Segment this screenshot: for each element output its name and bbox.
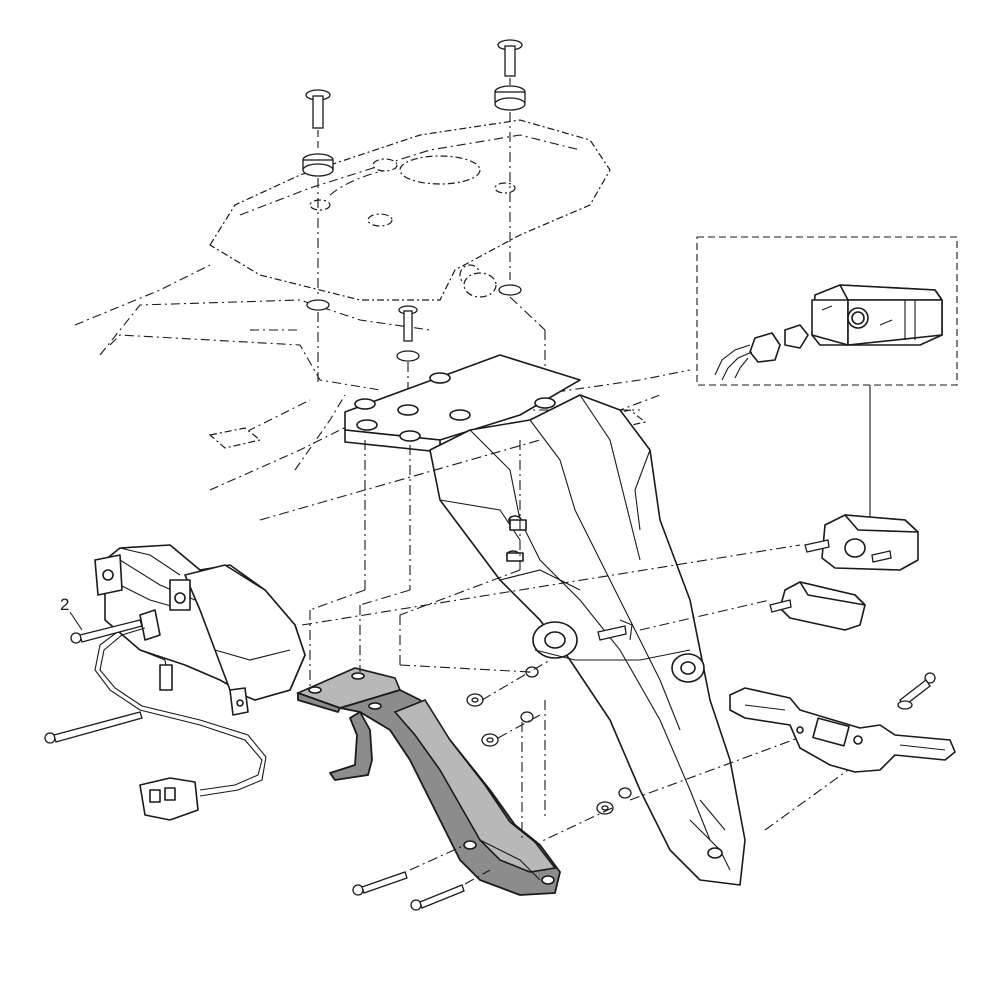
center-screw xyxy=(396,305,420,400)
upper-right-screw-stack xyxy=(494,39,546,400)
rubber-gasket[interactable] xyxy=(769,581,866,631)
fender-mid-hardware xyxy=(597,619,633,641)
license-light-exploded[interactable] xyxy=(714,284,943,381)
lower-bolts xyxy=(352,871,465,911)
highlighted-bracket[interactable] xyxy=(295,667,561,896)
callout-2: 2 xyxy=(60,595,83,631)
license-light-detail-box xyxy=(696,236,958,520)
upper-left-screw-stack xyxy=(302,89,334,385)
fender-eliminator-bracket xyxy=(344,354,746,886)
taillight-screws xyxy=(44,619,143,744)
svg-text:2: 2 xyxy=(60,595,69,614)
leader-lines xyxy=(259,439,856,885)
reflector-housing[interactable] xyxy=(804,514,919,571)
license-plate-mount[interactable] xyxy=(729,672,956,773)
taillight-assembly[interactable] xyxy=(94,544,306,821)
ghost-rear-fender xyxy=(74,119,691,491)
